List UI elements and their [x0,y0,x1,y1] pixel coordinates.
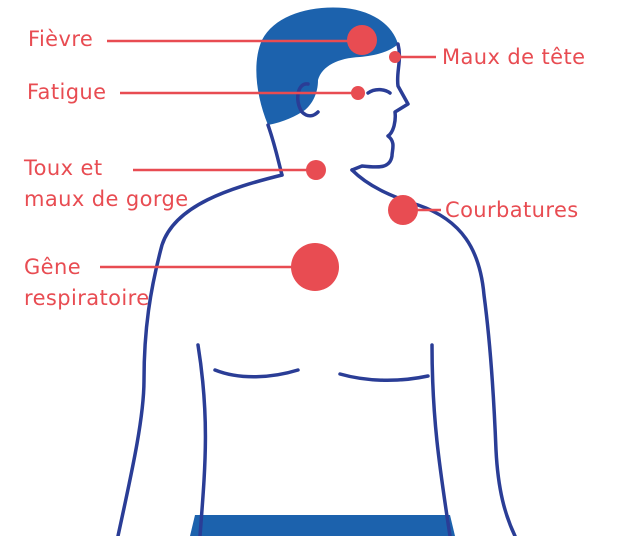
shorts-shape [190,515,455,536]
dot-courbatures [388,195,418,225]
label-courbatures: Courbatures [445,195,579,226]
label-gene-line1: Gêne [24,252,150,283]
label-gene-line2: respiratoire [24,283,150,314]
dot-maux-de-tete [389,51,401,63]
label-gene-respiratoire: Gêne respiratoire [24,252,150,314]
label-fievre: Fièvre [28,24,93,55]
label-toux-maux-de-gorge: Toux et maux de gorge [24,153,189,215]
label-maux-de-tete: Maux de tête [442,42,585,73]
dot-toux [306,160,326,180]
dot-gene [291,243,339,291]
dot-fievre [347,25,377,55]
label-toux-line2: maux de gorge [24,184,189,215]
label-fatigue: Fatigue [27,77,106,108]
dot-fatigue [351,86,365,100]
label-toux-line1: Toux et [24,153,189,184]
hair-shape [256,7,398,125]
